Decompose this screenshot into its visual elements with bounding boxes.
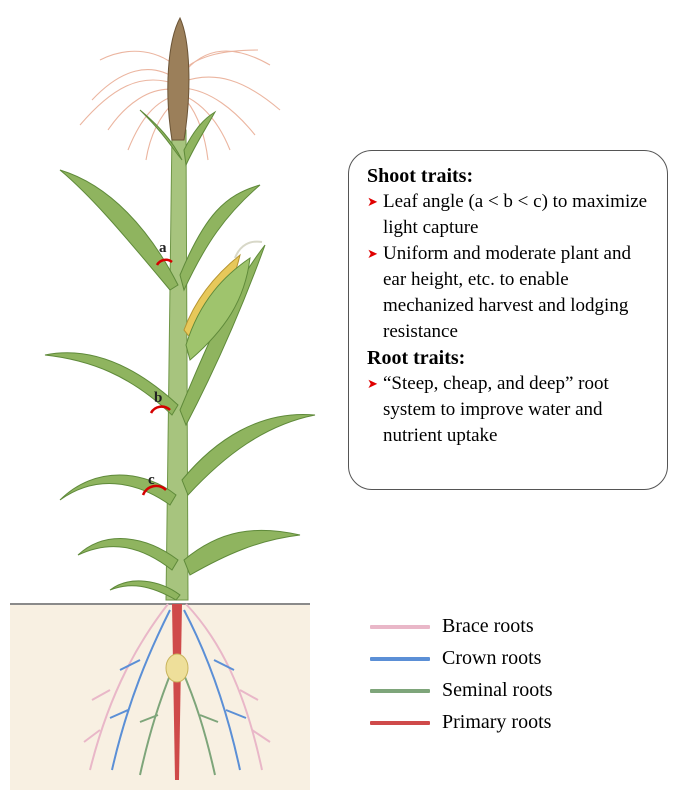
red-arrow-icon: ➤ bbox=[367, 189, 383, 241]
angle-label-b: b bbox=[154, 390, 162, 406]
root-traits-heading: Root traits: bbox=[367, 345, 657, 371]
shoot-trait-item: ➤ Leaf angle (a < b < c) to maximize lig… bbox=[367, 189, 657, 241]
legend-item-crown-roots: Crown roots bbox=[370, 644, 670, 676]
tassel-spike bbox=[168, 18, 189, 140]
legend-label: Primary roots bbox=[442, 708, 551, 736]
root-trait-text: “Steep, cheap, and deep” root system to … bbox=[383, 371, 657, 449]
legend-swatch bbox=[370, 657, 430, 661]
shoot-trait-text: Leaf angle (a < b < c) to maximize light… bbox=[383, 189, 657, 241]
root-legend: Brace roots Crown roots Seminal roots Pr… bbox=[370, 612, 670, 740]
traits-box: Shoot traits: ➤ Leaf angle (a < b < c) t… bbox=[348, 150, 668, 490]
shoot-trait-text: Uniform and moderate plant and ear heigh… bbox=[383, 241, 657, 345]
angle-label-a: a bbox=[159, 240, 167, 256]
legend-item-primary-roots: Primary roots bbox=[370, 708, 670, 740]
red-arrow-icon: ➤ bbox=[367, 241, 383, 345]
red-arrow-icon: ➤ bbox=[367, 371, 383, 449]
angle-label-c: c bbox=[148, 472, 155, 488]
legend-swatch bbox=[370, 625, 430, 629]
legend-swatch bbox=[370, 721, 430, 725]
legend-item-seminal-roots: Seminal roots bbox=[370, 676, 670, 708]
seed bbox=[166, 654, 188, 682]
stalk bbox=[166, 130, 188, 600]
legend-label: Seminal roots bbox=[442, 676, 553, 704]
root-trait-item: ➤ “Steep, cheap, and deep” root system t… bbox=[367, 371, 657, 449]
legend-label: Crown roots bbox=[442, 644, 541, 672]
legend-swatch bbox=[370, 689, 430, 693]
legend-item-brace-roots: Brace roots bbox=[370, 612, 670, 644]
shoot-traits-heading: Shoot traits: bbox=[367, 163, 657, 189]
shoot-trait-item: ➤ Uniform and moderate plant and ear hei… bbox=[367, 241, 657, 345]
legend-label: Brace roots bbox=[442, 612, 534, 640]
